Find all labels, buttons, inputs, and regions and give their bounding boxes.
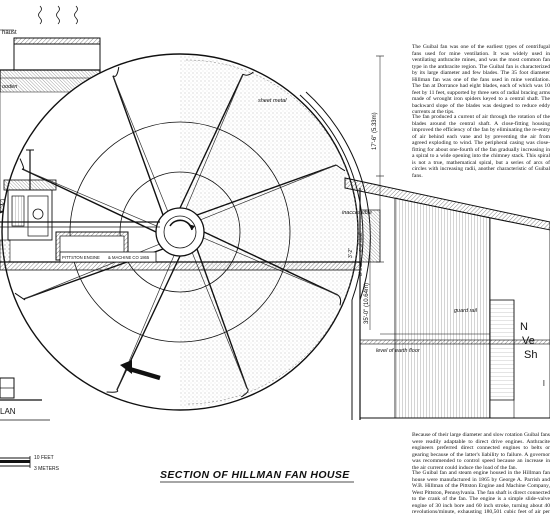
dimension-small: 3'-2": [348, 248, 354, 258]
fan-blade-tip: [335, 164, 346, 172]
dimensions: 17'-6" (5.33m) 35'-0" (10.64m) 3'-2": [348, 55, 384, 330]
fan-spokes: [14, 66, 346, 398]
label-sheet-metal: sheet metal: [258, 98, 287, 104]
plan-and-scale: LAN 10 FEET 3 METERS: [0, 377, 60, 472]
label-shaft-lower: of shaft: [358, 260, 363, 276]
label-exhaust: haust: [2, 30, 17, 36]
fan-brace: [200, 164, 337, 221]
label-side-l: l: [543, 379, 545, 388]
scale-bar: [0, 456, 31, 468]
fan-spoke: [179, 73, 244, 209]
rotation-arrow: [120, 360, 161, 381]
scale-meters-label: 3 METERS: [34, 466, 60, 472]
label-side-sh: Sh: [524, 349, 537, 361]
fan-blade-tip: [337, 294, 342, 306]
right-building: [344, 177, 550, 420]
label-shaft-upper: 6' of shaft: [358, 232, 363, 252]
fan-spoke: [112, 75, 164, 216]
dimension-top: 17'-6" (5.33m): [372, 112, 378, 150]
dimension-mid: 35'-0" (10.64m): [364, 283, 370, 324]
fan-brace: [191, 252, 248, 389]
fan-blade-tip: [242, 71, 254, 76]
fan-hub: [155, 207, 205, 257]
drawing-title: SECTION OF HILLMAN FAN HOUSE: [160, 469, 350, 481]
fan-blade-tip: [106, 389, 119, 393]
label-wooden: ooden: [2, 84, 17, 90]
fan-brace: [21, 168, 157, 227]
steam-engine: PITTSTON ENGINE & MACHINE CO 1865: [0, 149, 160, 263]
scale-feet-label: 10 FEET: [34, 455, 54, 461]
plan-label: LAN: [0, 407, 16, 416]
label-inaccessible: inaccessible: [342, 210, 372, 216]
note-paragraph-1: The Guibal fan was one of the earliest t…: [412, 44, 550, 114]
floor: [0, 261, 361, 271]
label-earth-floor: level of earth floor: [376, 348, 421, 354]
note-paragraph-4: The Guibal fan and steam engine housed i…: [412, 470, 550, 514]
fan-blade-tip: [112, 66, 120, 77]
fan-brace: [112, 75, 169, 212]
fan-blade-tip: [14, 292, 26, 301]
fan-blade-tip: [19, 158, 25, 170]
machine-maker-plate: & MACHINE CO 1865: [108, 255, 150, 260]
fan-blade-tip: [240, 387, 249, 398]
label-side-ve: Ve: [522, 335, 535, 347]
fan-brace: [185, 73, 244, 209]
note-paragraph-2: The fan produced a current of air throug…: [412, 114, 550, 178]
fan-spoke: [196, 248, 248, 389]
note-paragraph-3: Because of their large diameter and slow…: [412, 432, 550, 471]
fan-spoke: [196, 164, 337, 216]
label-guard-rail: guard rail: [454, 308, 478, 314]
engine-maker-plate: PITTSTON ENGINE: [62, 255, 100, 260]
label-side-n: N: [520, 321, 528, 333]
